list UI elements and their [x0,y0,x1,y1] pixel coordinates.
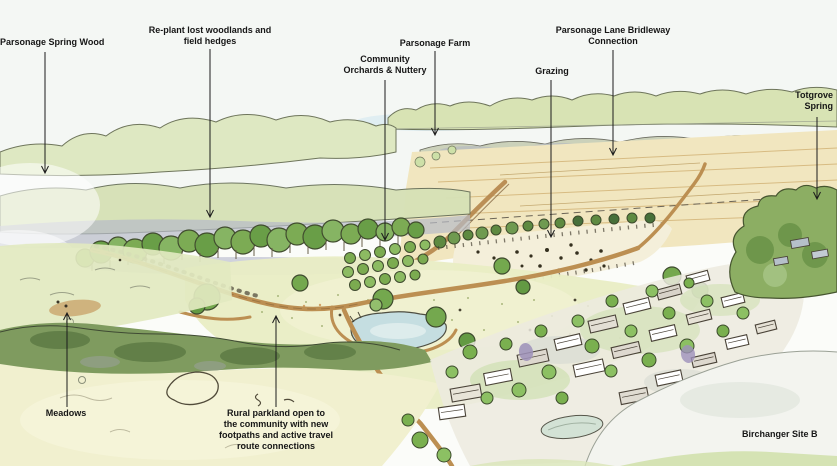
leader-lines [41,49,821,407]
meadows-area [0,243,232,335]
label-replant-woodlands: Re-plant lost woodlands and field hedges [148,25,272,46]
label-grazing: Grazing [535,66,569,76]
leader-parsonage-spring-wood [41,52,49,175]
bottom-right-hill [470,350,837,466]
leader-community-orchards [381,80,389,242]
community-orchard [342,239,431,291]
right-woodland [729,184,837,299]
label-meadows: Meadows [45,408,87,418]
foreground-field [0,364,440,466]
leader-parsonage-farm [431,51,439,137]
leader-totgrove-spring [813,117,821,201]
leader-bridleway [609,50,617,157]
label-parsonage-farm: Parsonage Farm [399,38,471,48]
label-rural-parkland: Rural parkland open to the community wit… [218,408,334,451]
label-totgrove-spring: Totgrove Spring [795,90,833,111]
label-parsonage-lane-bridleway: Parsonage Lane Bridleway Connection [555,25,671,46]
leader-grazing [547,80,555,239]
houses [437,269,778,421]
leader-rural-parkland [272,314,280,407]
label-community-orchards: Community Orchards & Nuttery [343,54,427,75]
pond [349,311,447,351]
foreground-woodland-band [0,322,432,377]
leader-replant-woodlands [206,49,214,219]
leader-meadows [63,311,71,407]
label-birchanger-site-b: Birchanger Site B [742,429,818,439]
label-parsonage-spring-wood: Parsonage Spring Wood [0,37,105,47]
